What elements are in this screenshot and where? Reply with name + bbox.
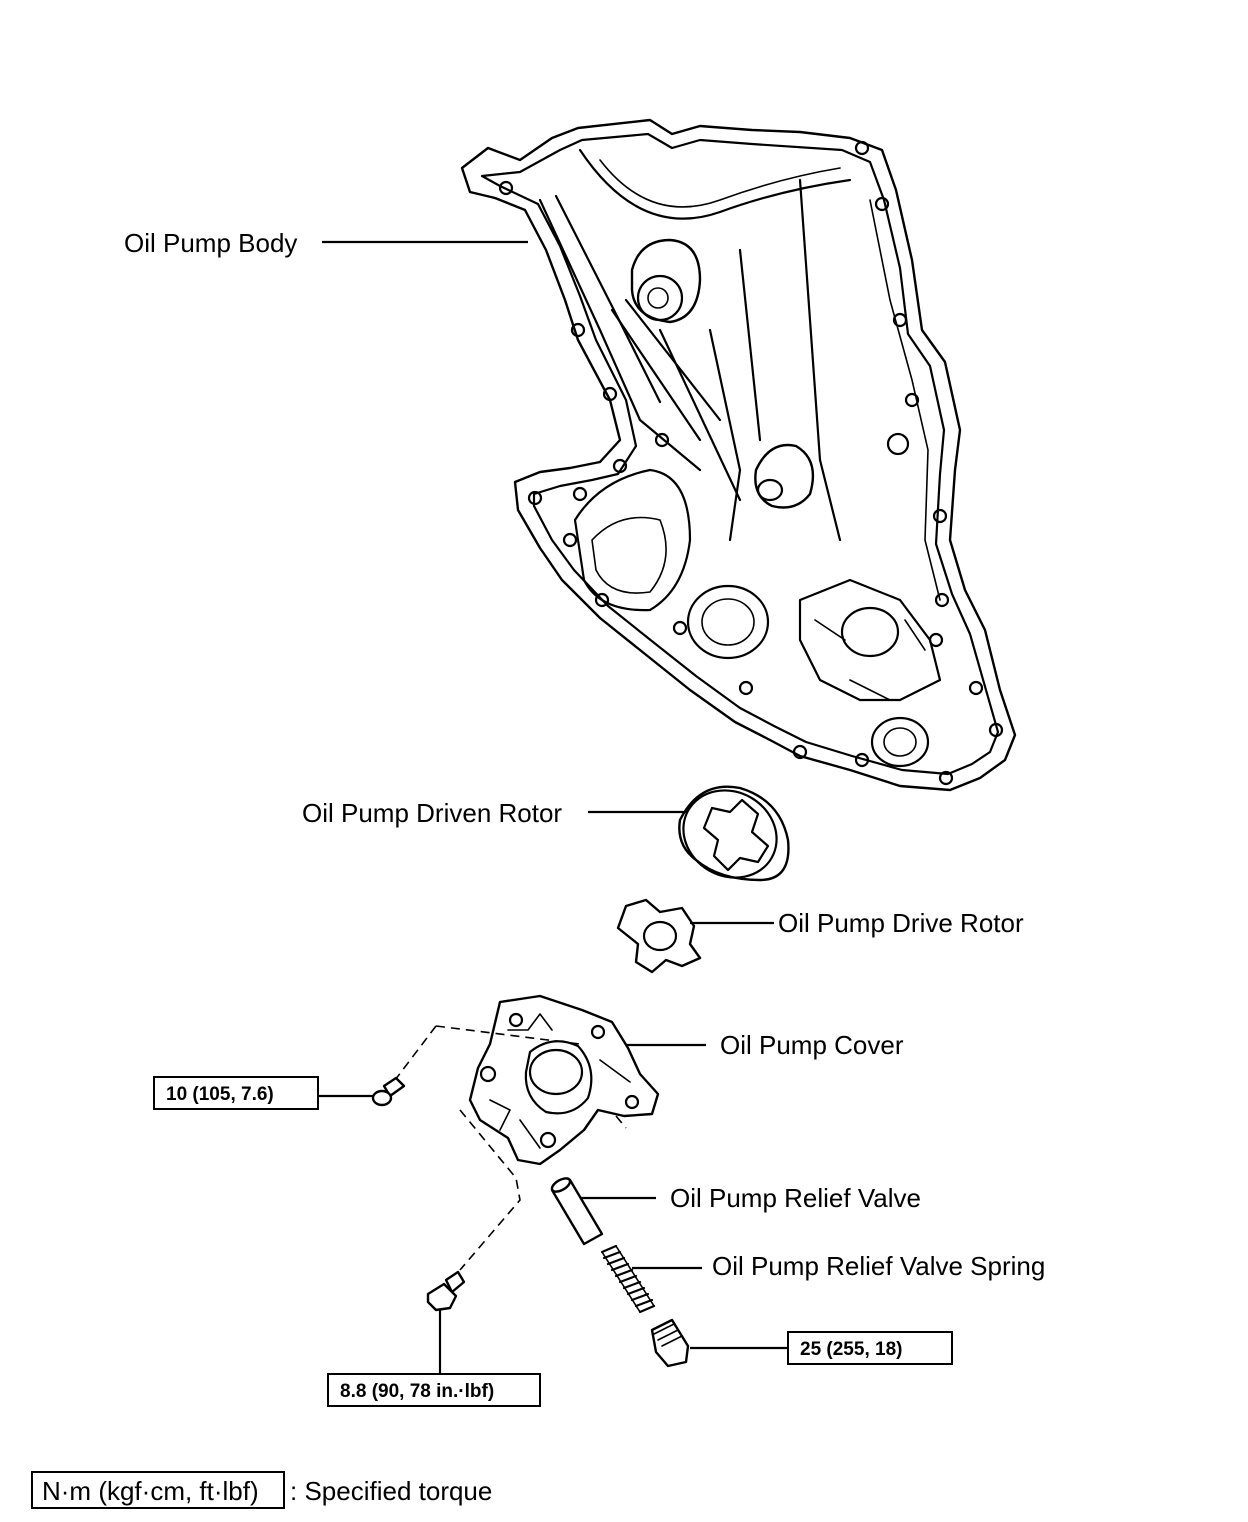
oil-pump-cover-drawing <box>468 994 660 1166</box>
legend-unit-text: N·m (kgf·cm, ft·lbf) <box>42 1476 259 1506</box>
bolt-hole <box>988 722 1004 738</box>
oil-pump-body-upper-boss-hole <box>636 274 684 322</box>
oil-pump-body-arch <box>578 148 852 220</box>
lower-bolt-alignment-line <box>459 1109 521 1271</box>
oil-pump-body-right-channel <box>869 199 941 601</box>
oil-pump-driven-rotor-drawing <box>678 785 790 882</box>
oil-pump-body-drawing <box>460 118 1017 792</box>
bolt-hole <box>854 140 870 156</box>
relief-valve-plug-drawing <box>650 1318 690 1368</box>
driven-rotor-face <box>682 789 778 879</box>
bolt-hole <box>570 322 586 338</box>
bolt-hole <box>594 592 610 608</box>
drive-rotor-center-bore <box>642 920 678 952</box>
cover-bolt-upper-head <box>371 1089 393 1107</box>
cover-alignment-tick <box>615 1115 627 1129</box>
label-oil-pump-driven-rotor: Oil Pump Driven Rotor <box>302 798 562 828</box>
bolt-hole <box>672 620 688 636</box>
oil-pump-body-mid-boss-hole <box>756 478 784 502</box>
relief-valve-plug <box>650 1318 690 1368</box>
cover-bolt-lower-head <box>426 1282 458 1312</box>
bolt-hole <box>572 486 588 502</box>
bolt-hole <box>886 432 910 456</box>
bolt-hole <box>928 632 944 648</box>
oil-pump-cover-body <box>468 994 660 1166</box>
oil-pump-body-left-opening <box>573 468 692 612</box>
drive-rotor-body <box>616 898 702 974</box>
torque-box-plug-frame <box>787 1331 953 1365</box>
oil-pump-body-flange <box>480 132 1000 776</box>
bolt-hole <box>602 386 618 402</box>
label-oil-pump-relief-valve-spring: Oil Pump Relief Valve Spring <box>712 1251 1045 1281</box>
cover-bolt-hole <box>624 1094 640 1110</box>
label-oil-pump-body: Oil Pump Body <box>124 228 297 258</box>
cover-bolt-upper-drawing <box>371 1076 406 1107</box>
torque-value-upper-bolt: 10 (105, 7.6) <box>166 1084 274 1105</box>
bolt-hole <box>874 196 890 212</box>
oil-pump-body-lower-bore <box>870 716 930 768</box>
bolt-hole <box>612 458 628 474</box>
relief-valve-spring-coils <box>600 1244 656 1314</box>
bolt-hole <box>968 680 984 696</box>
oil-pump-body-upper-boss-bore <box>647 287 669 309</box>
torque-box-upper-bolt-frame <box>153 1076 319 1110</box>
cover-bolt-hole <box>590 1024 606 1040</box>
cover-bolt-hole <box>539 1131 557 1149</box>
relief-valve-plug-threads <box>653 1323 683 1347</box>
upper-bolt-alignment-line <box>391 1025 581 1085</box>
label-oil-pump-relief-valve: Oil Pump Relief Valve <box>670 1183 921 1213</box>
label-oil-pump-cover: Oil Pump Cover <box>720 1030 904 1060</box>
oil-pump-body-rotor-cavity-detail <box>814 619 926 701</box>
cover-bolt-hole <box>508 1012 524 1028</box>
relief-valve-top-face <box>550 1177 572 1193</box>
bolt-hole <box>562 532 578 548</box>
bolt-hole <box>904 392 920 408</box>
bolt-hole <box>892 312 908 328</box>
oil-pump-body-rib-diag <box>610 298 742 502</box>
bolt-hole <box>654 432 670 448</box>
relief-valve-spring-sides <box>601 1245 655 1313</box>
oil-pump-relief-valve-spring-drawing <box>600 1244 656 1314</box>
cover-bolt-hole <box>479 1065 497 1083</box>
oil-pump-body-arch-inner <box>599 159 841 208</box>
torque-box-plug: 25 (255, 18) <box>787 1331 953 1365</box>
oil-pump-body-lower-bore-inner <box>883 727 917 757</box>
bolt-hole <box>792 744 808 760</box>
bolt-hole <box>938 770 954 786</box>
torque-legend: N·m (kgf·cm, ft·lbf) : Specified torque <box>31 1471 492 1509</box>
bolt-hole <box>738 680 754 696</box>
bolt-hole <box>527 490 543 506</box>
bolt-hole <box>932 508 948 524</box>
oil-pump-drive-rotor-drawing <box>616 898 702 974</box>
bolt-hole <box>854 752 870 768</box>
oil-pump-body-crank-bore <box>686 584 770 660</box>
oil-pump-body-rotor-cavity <box>798 578 942 702</box>
torque-box-lower-bolt-frame <box>327 1373 541 1407</box>
label-oil-pump-drive-rotor: Oil Pump Drive Rotor <box>778 908 1024 938</box>
torque-box-upper-bolt: 10 (105, 7.6) <box>153 1076 319 1110</box>
torque-value-lower-bolt: 8.8 (90, 78 in.·lbf) <box>340 1381 494 1402</box>
driven-rotor-internal-lobes <box>702 798 770 872</box>
bolt-hole <box>498 180 514 196</box>
oil-pump-body-bolt-holes <box>498 140 1004 786</box>
legend-meaning-text: : Specified torque <box>290 1476 492 1506</box>
cover-bolt-lower-shank <box>444 1270 466 1294</box>
oil-pump-body-rotor-bore <box>840 606 900 658</box>
cover-bolt-lower-drawing <box>426 1270 466 1312</box>
oil-pump-cover-boss <box>524 1040 593 1115</box>
oil-pump-body-rib-center <box>708 178 842 542</box>
legend-unit-box <box>31 1471 285 1509</box>
oil-pump-cover-bore <box>528 1048 584 1096</box>
bolt-hole <box>934 592 950 608</box>
oil-pump-body-outline <box>460 118 1017 792</box>
oil-pump-body-left-opening-inner <box>591 516 667 594</box>
torque-box-lower-bolt: 8.8 (90, 78 in.·lbf) <box>327 1373 541 1407</box>
torque-value-plug: 25 (255, 18) <box>800 1339 902 1360</box>
oil-pump-relief-valve-drawing <box>550 1177 604 1246</box>
oil-pump-cover-detail <box>489 1013 631 1149</box>
oil-pump-body-crank-bore-inner <box>701 598 755 646</box>
